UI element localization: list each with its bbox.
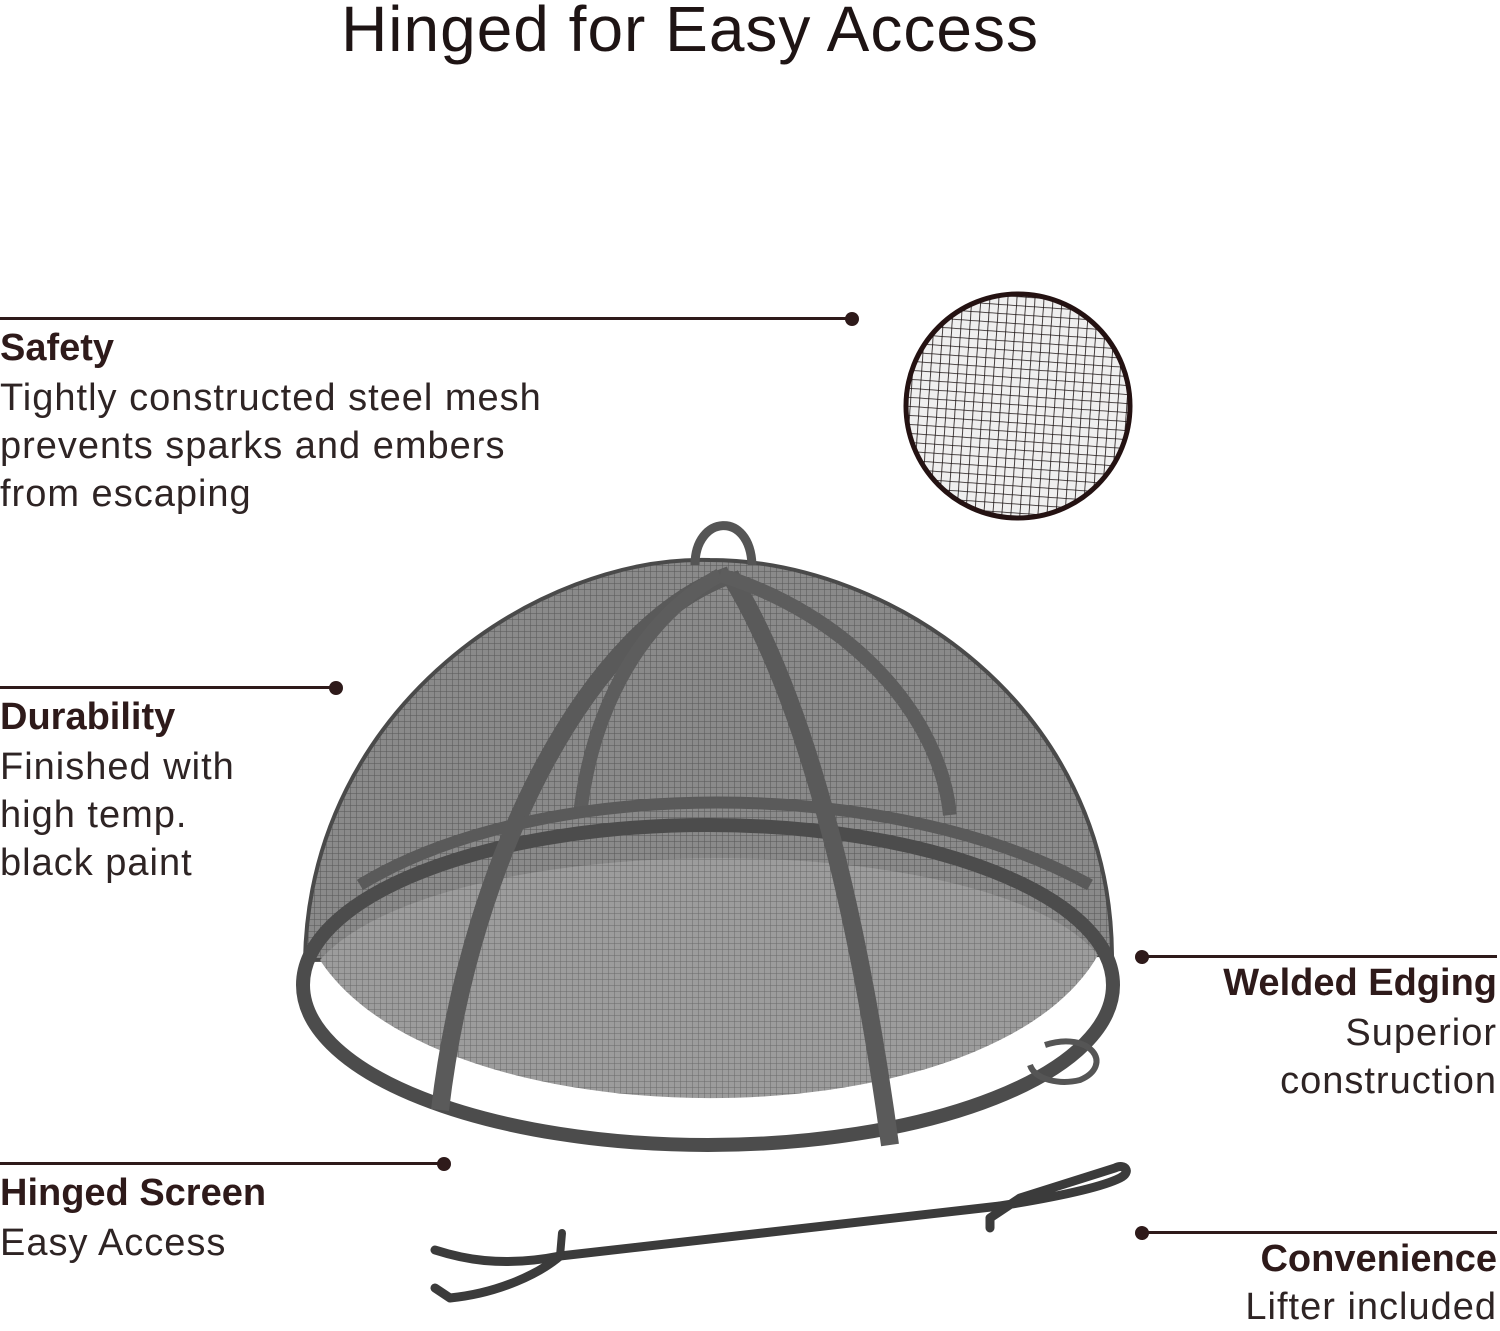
convenience-description: Lifter included: [1097, 1283, 1497, 1331]
safety-line-1: Tightly constructed steel mesh: [0, 377, 542, 419]
hinged-leader-dot: [437, 1157, 451, 1171]
hinged-leader-line: [0, 1162, 442, 1165]
safety-leader-line: [0, 317, 850, 320]
durability-line-1: Finished with: [0, 746, 235, 788]
page-title: Hinged for Easy Access: [341, 0, 1039, 65]
durability-line-3: black paint: [0, 842, 193, 884]
durability-leader-dot: [329, 681, 343, 695]
durability-leader-line: [0, 686, 334, 689]
welded-description: Superior construction: [1097, 1009, 1497, 1105]
welded-heading: Welded Edging: [1223, 962, 1497, 1004]
convenience-leader-line: [1142, 1231, 1497, 1234]
safety-line-3: from escaping: [0, 473, 252, 515]
safety-heading: Safety: [0, 327, 115, 369]
durability-line-2: high temp.: [0, 794, 188, 836]
hinged-heading: Hinged Screen: [0, 1172, 267, 1214]
safety-leader-dot: [845, 312, 859, 326]
mesh-detail-image: [903, 291, 1133, 521]
welded-line-2: construction: [1280, 1060, 1497, 1102]
lifter-tool-image: [430, 1162, 1131, 1303]
welded-line-1: Superior: [1345, 1012, 1497, 1054]
durability-description: Finished with high temp. black paint: [0, 743, 400, 887]
safety-line-2: prevents sparks and embers: [0, 425, 506, 467]
safety-description: Tightly constructed steel mesh prevents …: [0, 374, 700, 518]
convenience-line-1: Lifter included: [1245, 1286, 1497, 1328]
convenience-heading: Convenience: [1260, 1238, 1497, 1280]
hinged-description: Easy Access: [0, 1219, 400, 1267]
spark-screen-image: [296, 521, 1120, 1152]
welded-leader-line: [1142, 955, 1497, 958]
hinged-line-1: Easy Access: [0, 1222, 227, 1264]
durability-heading: Durability: [0, 696, 176, 738]
